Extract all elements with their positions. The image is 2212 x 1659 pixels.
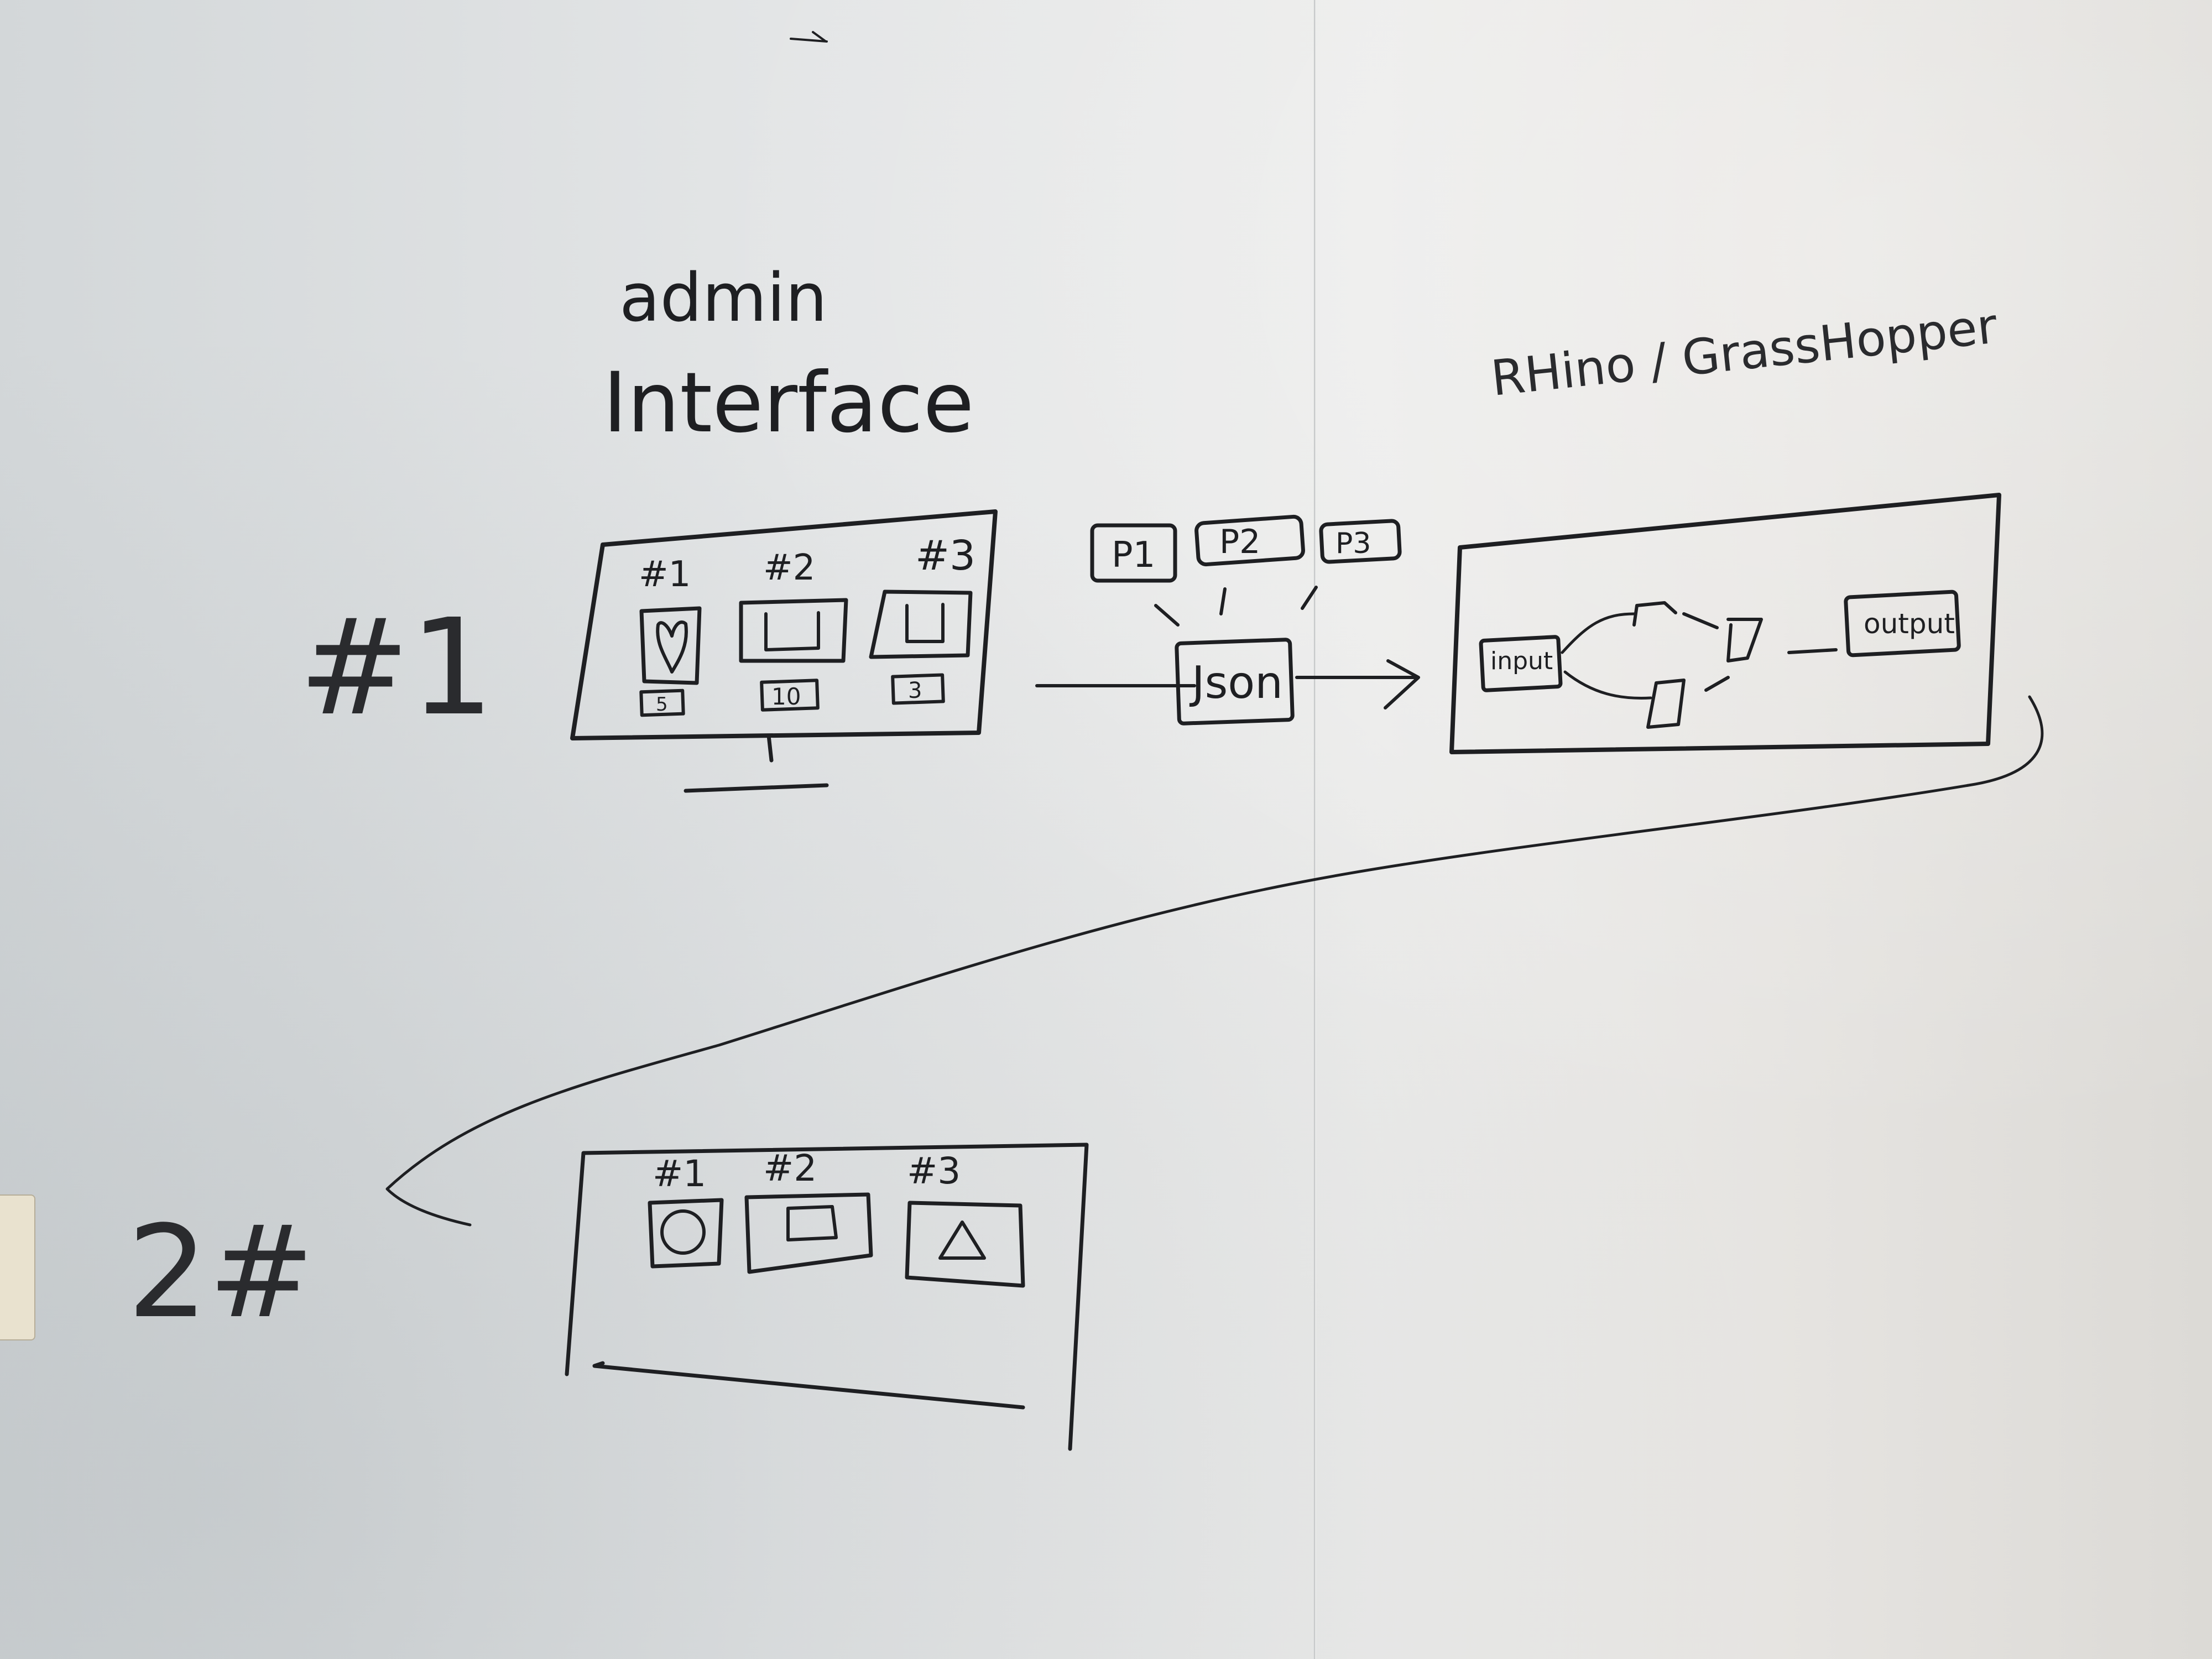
admin-screen-1: #1 #2 #3 5 10 3	[570, 509, 998, 793]
param-p3: P3	[1335, 527, 1371, 560]
screen2-slot-2-label: #2	[763, 1147, 817, 1190]
admin-screen-2: #1 #2 #3	[565, 1142, 1089, 1451]
badge-box	[639, 688, 685, 717]
output-node	[1844, 589, 1961, 658]
json-box	[1175, 638, 1295, 726]
heart-icon	[639, 606, 702, 685]
param-box	[1319, 519, 1402, 564]
param-p1: P1	[1112, 535, 1155, 576]
square-icon	[739, 598, 848, 663]
input-label: input	[1490, 647, 1553, 675]
slot-1-label: #1	[639, 554, 691, 595]
square-icon	[869, 589, 973, 659]
badge-box	[760, 679, 820, 712]
triangle-icon	[905, 1201, 1025, 1288]
heading-admin: admin	[619, 260, 827, 337]
json-label: Json	[1189, 657, 1283, 708]
param-box	[1194, 514, 1305, 567]
heading-interface: Interface	[603, 355, 974, 451]
slot-3-badge: 3	[908, 678, 922, 703]
heading-rhino-grasshopper: RHino / GrassHopper	[1488, 297, 2000, 407]
output-label: output	[1864, 608, 1955, 640]
component-node	[1682, 612, 1763, 662]
badge-box	[891, 673, 945, 705]
input-node	[1479, 635, 1563, 692]
screen2-slot-1-label: #1	[653, 1152, 706, 1195]
param-box	[1090, 523, 1177, 583]
rectangle-icon	[744, 1192, 873, 1274]
slot-3-label: #3	[915, 532, 975, 580]
stray-mark	[790, 31, 828, 43]
feedback-arrow	[385, 695, 2044, 1227]
whiteboard-panel-seam	[1314, 0, 1316, 1659]
slot-2-label: #2	[763, 547, 815, 588]
slot-1-badge: 5	[656, 693, 668, 716]
circle-icon	[648, 1198, 724, 1269]
step-2-label: 2#	[127, 1199, 315, 1347]
step-1-label: #1	[299, 590, 494, 745]
grasshopper-canvas: input output	[1449, 493, 2001, 754]
eraser	[0, 1194, 35, 1340]
slot-2-badge: 10	[771, 683, 801, 710]
param-p2: P2	[1219, 523, 1260, 561]
arrow-to-rhino	[1295, 659, 1420, 709]
screen2-slot-3-label: #3	[907, 1150, 961, 1192]
component-node	[1632, 601, 1677, 627]
parameter-group: P1 P2 P3	[1090, 514, 1402, 627]
component-node	[1646, 676, 1730, 729]
